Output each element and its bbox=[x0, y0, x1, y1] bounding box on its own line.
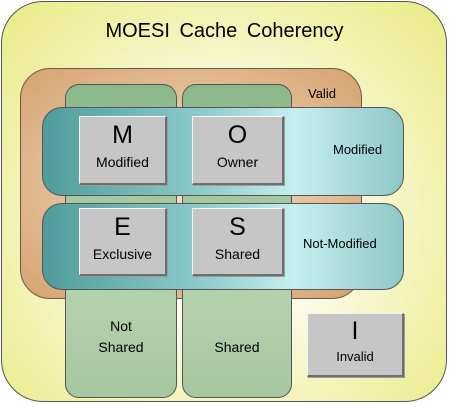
state-letter: E bbox=[114, 213, 131, 241]
state-word: Modified bbox=[96, 154, 149, 170]
valid-label: Valid bbox=[308, 86, 336, 101]
not-shared-label-line2: Shared bbox=[98, 339, 144, 355]
state-letter: I bbox=[351, 317, 359, 345]
modified-band-label: Modified bbox=[333, 142, 383, 157]
state-box-owner: O Owner bbox=[192, 116, 284, 185]
diagram-title: MOESI Cache Coherency bbox=[105, 20, 344, 42]
state-box-modified: M Modified bbox=[79, 116, 167, 185]
not-shared-label-line1: Not bbox=[110, 318, 132, 334]
not-modified-band-label: Not-Modified bbox=[303, 236, 377, 251]
state-letter: O bbox=[227, 121, 248, 149]
state-word: Exclusive bbox=[92, 246, 153, 262]
state-letter: M bbox=[112, 121, 133, 149]
shared-label: Shared bbox=[214, 339, 260, 355]
not-shared-label: Not Shared bbox=[65, 316, 177, 358]
state-word: Invalid bbox=[336, 349, 374, 364]
state-letter: S bbox=[229, 213, 246, 241]
state-box-exclusive: E Exclusive bbox=[79, 208, 167, 276]
state-box-shared: S Shared bbox=[192, 208, 284, 276]
state-box-invalid: I Invalid bbox=[307, 313, 404, 377]
state-word: Shared bbox=[214, 246, 261, 262]
state-word: Owner bbox=[216, 154, 259, 170]
